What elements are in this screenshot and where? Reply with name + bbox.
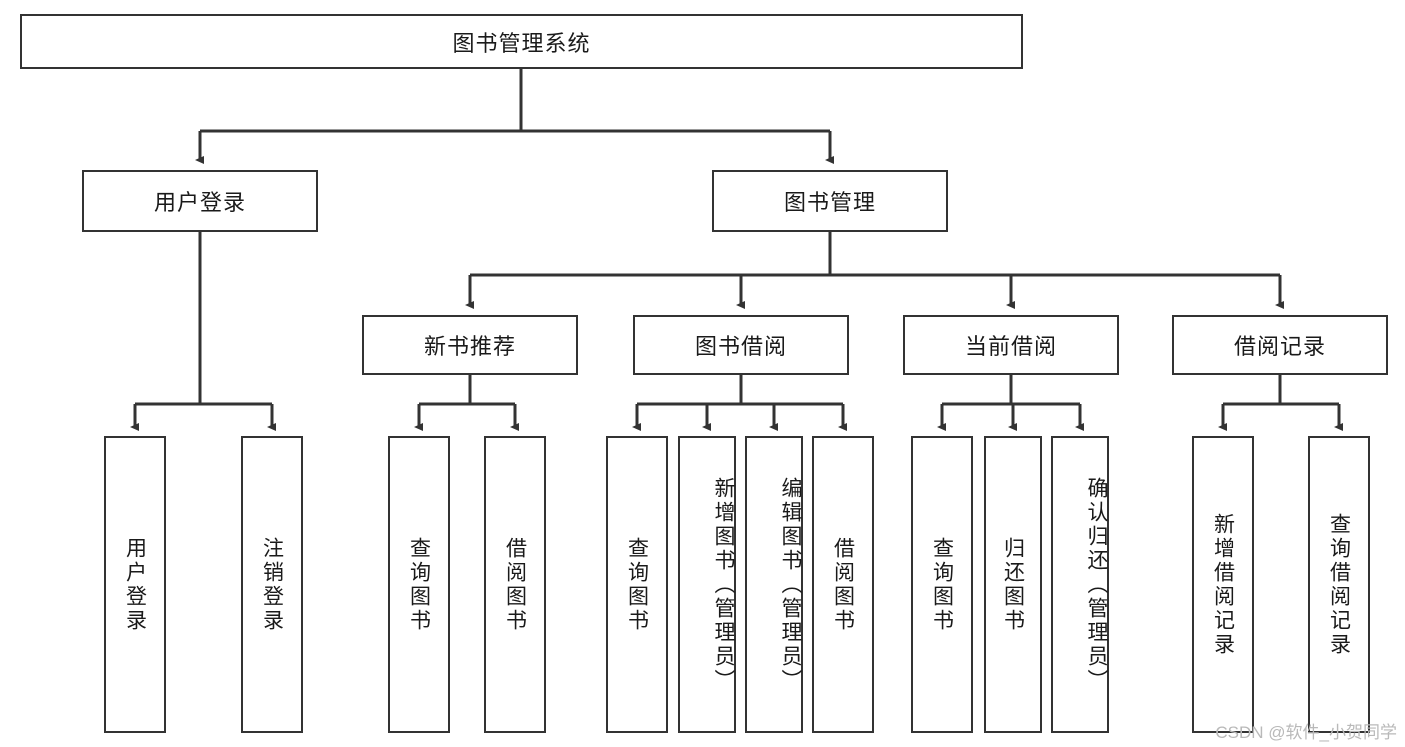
- node-leaf-add-borrow-record[interactable]: 新增借阅记录: [1192, 436, 1254, 733]
- node-leaf-borrow-book-recommend-label: 借阅图书: [503, 536, 527, 633]
- node-user-login[interactable]: 用户登录: [82, 170, 318, 232]
- node-leaf-return-book-label: 归还图书: [1001, 536, 1025, 633]
- node-leaf-return-book[interactable]: 归还图书: [984, 436, 1042, 733]
- node-user-login-label: 用户登录: [153, 190, 246, 215]
- node-current-borrow[interactable]: 当前借阅: [903, 315, 1119, 375]
- node-leaf-query-book-current-label: 查询图书: [930, 536, 954, 633]
- node-leaf-query-book-current[interactable]: 查询图书: [911, 436, 973, 733]
- node-leaf-borrow-book[interactable]: 借阅图书: [812, 436, 874, 733]
- node-leaf-add-borrow-record-label: 新增借阅记录: [1211, 512, 1235, 657]
- node-leaf-user-login[interactable]: 用户登录: [104, 436, 166, 733]
- node-leaf-borrow-book-label: 借阅图书: [831, 536, 855, 633]
- node-root-label: 图书管理系统: [452, 30, 591, 56]
- node-leaf-query-borrow-record[interactable]: 查询借阅记录: [1308, 436, 1370, 733]
- node-root[interactable]: 图书管理系统: [20, 14, 1023, 69]
- node-leaf-logout-login-label: 注销登录: [260, 536, 284, 633]
- node-leaf-query-book-borrow-label: 查询图书: [625, 536, 649, 633]
- node-leaf-query-book-borrow[interactable]: 查询图书: [606, 436, 668, 733]
- node-leaf-confirm-return-admin[interactable]: 确认归还（管理员）: [1051, 436, 1109, 733]
- node-leaf-query-book-recommend[interactable]: 查询图书: [388, 436, 450, 733]
- node-book-management[interactable]: 图书管理: [712, 170, 948, 232]
- node-book-borrow-label: 图书借阅: [694, 334, 787, 359]
- node-leaf-borrow-book-recommend[interactable]: 借阅图书: [484, 436, 546, 733]
- node-borrow-record[interactable]: 借阅记录: [1172, 315, 1388, 375]
- node-leaf-edit-book-admin[interactable]: 编辑图书（管理员）: [745, 436, 803, 733]
- node-leaf-edit-book-admin-label: 编辑图书（管理员）: [779, 476, 802, 693]
- node-leaf-add-book-admin[interactable]: 新增图书（管理员）: [678, 436, 736, 733]
- node-leaf-user-login-label: 用户登录: [123, 536, 147, 633]
- node-book-management-label: 图书管理: [783, 190, 876, 215]
- node-leaf-query-book-recommend-label: 查询图书: [407, 536, 431, 633]
- node-borrow-record-label: 借阅记录: [1233, 334, 1326, 359]
- node-leaf-query-borrow-record-label: 查询借阅记录: [1327, 512, 1351, 657]
- node-leaf-logout-login[interactable]: 注销登录: [241, 436, 303, 733]
- node-new-book-recommend[interactable]: 新书推荐: [362, 315, 578, 375]
- node-leaf-confirm-return-admin-label: 确认归还（管理员）: [1085, 476, 1108, 693]
- node-book-borrow[interactable]: 图书借阅: [633, 315, 849, 375]
- node-new-book-recommend-label: 新书推荐: [423, 334, 516, 359]
- csdn-watermark: CSDN @软件_小贺同学: [1215, 723, 1397, 742]
- node-current-borrow-label: 当前借阅: [964, 334, 1057, 359]
- node-leaf-add-book-admin-label: 新增图书（管理员）: [712, 476, 735, 693]
